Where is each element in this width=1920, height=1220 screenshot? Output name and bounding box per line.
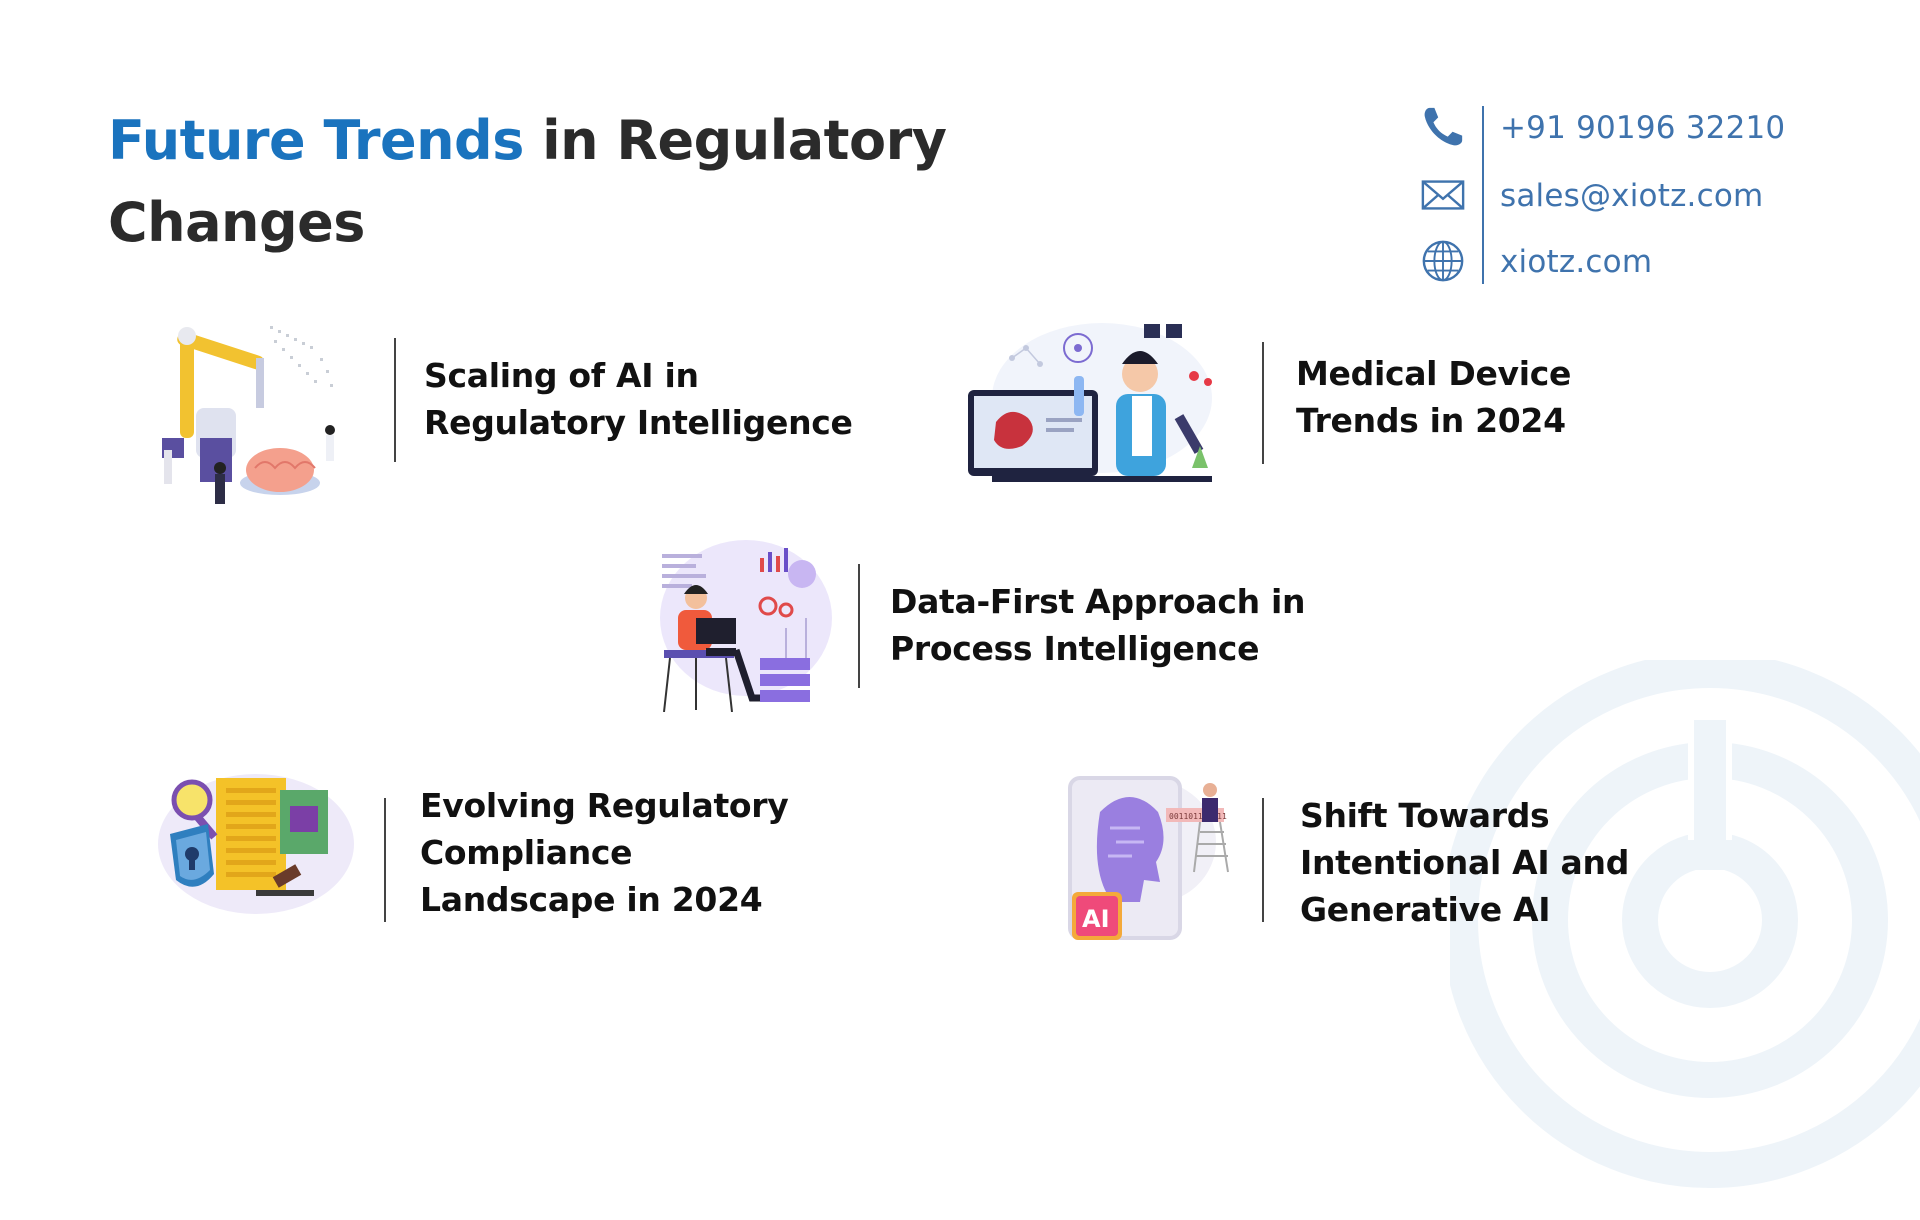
trend-label-line2: Trends in 2024 [1296, 401, 1566, 440]
phone-number[interactable]: +91 90196 32210 [1500, 110, 1786, 146]
trend-label: Shift Towards Intentional AI and Generat… [1300, 792, 1629, 933]
ai-badge-text: AI [1082, 905, 1110, 933]
trend-label: Data-First Approach in Process Intellige… [890, 578, 1305, 672]
trend-card-data-first: Data-First Approach in Process Intellige… [656, 538, 1376, 718]
trend-card-compliance: Evolving Regulatory Compliance Landscape… [156, 762, 876, 942]
compliance-documents-illustration [158, 774, 354, 914]
robot-arm-brain-illustration [162, 326, 335, 504]
trend-label-line3: Landscape in 2024 [420, 880, 763, 919]
title-rest: in Regulatory [523, 109, 947, 172]
contact-phone: +91 90196 32210 [1416, 100, 1796, 156]
trend-label: Scaling of AI in Regulatory Intelligence [424, 352, 853, 446]
trend-label-line1: Data-First Approach in [890, 582, 1306, 621]
trend-label-line1: Evolving Regulatory [420, 786, 789, 825]
trend-card-generative-ai: 001101101011 AI Shift Towards Intentiona… [1060, 772, 1780, 962]
website-link[interactable]: xiotz.com [1500, 244, 1653, 280]
trend-label-line2: Compliance [420, 833, 633, 872]
title-accent: Future Trends [108, 109, 524, 172]
globe-icon [1422, 240, 1464, 282]
trend-label-line1: Shift Towards [1300, 796, 1550, 835]
trend-label: Evolving Regulatory Compliance Landscape… [420, 782, 789, 923]
person-laptop-data-illustration [660, 540, 832, 712]
card-divider [1262, 798, 1264, 922]
trend-label-line2: Intentional AI and [1300, 843, 1630, 882]
card-divider [858, 564, 860, 688]
card-divider [384, 798, 386, 922]
card-divider [1262, 342, 1264, 464]
envelope-icon [1421, 180, 1465, 210]
title-line2: Changes [108, 191, 365, 254]
page-title: Future Trends in Regulatory Changes [108, 100, 947, 264]
scientist-lab-illustration [968, 323, 1212, 482]
trend-label-line1: Medical Device [1296, 354, 1572, 393]
trend-label-line1: Scaling of AI in [424, 356, 699, 395]
card-divider [394, 338, 396, 462]
trend-label: Medical Device Trends in 2024 [1296, 350, 1571, 444]
trend-label-line2: Process Intelligence [890, 629, 1260, 668]
trend-label-line2: Regulatory Intelligence [424, 403, 853, 442]
phone-icon [1424, 107, 1463, 146]
contact-divider [1482, 106, 1484, 284]
email-address[interactable]: sales@xiotz.com [1500, 178, 1764, 214]
trend-label-line3: Generative AI [1300, 890, 1551, 929]
ai-head-illustration: 001101101011 AI [1068, 776, 1229, 940]
trend-card-ai-scaling: Scaling of AI in Regulatory Intelligence [160, 318, 860, 528]
binary-code-text: 001101101011 [1169, 812, 1227, 821]
contact-website: xiotz.com [1416, 234, 1796, 290]
contact-block: +91 90196 32210 sales@xiotz.com xiotz.co… [1416, 100, 1796, 290]
contact-email: sales@xiotz.com [1416, 168, 1796, 224]
trend-card-medical-device: Medical Device Trends in 2024 [962, 318, 1662, 528]
